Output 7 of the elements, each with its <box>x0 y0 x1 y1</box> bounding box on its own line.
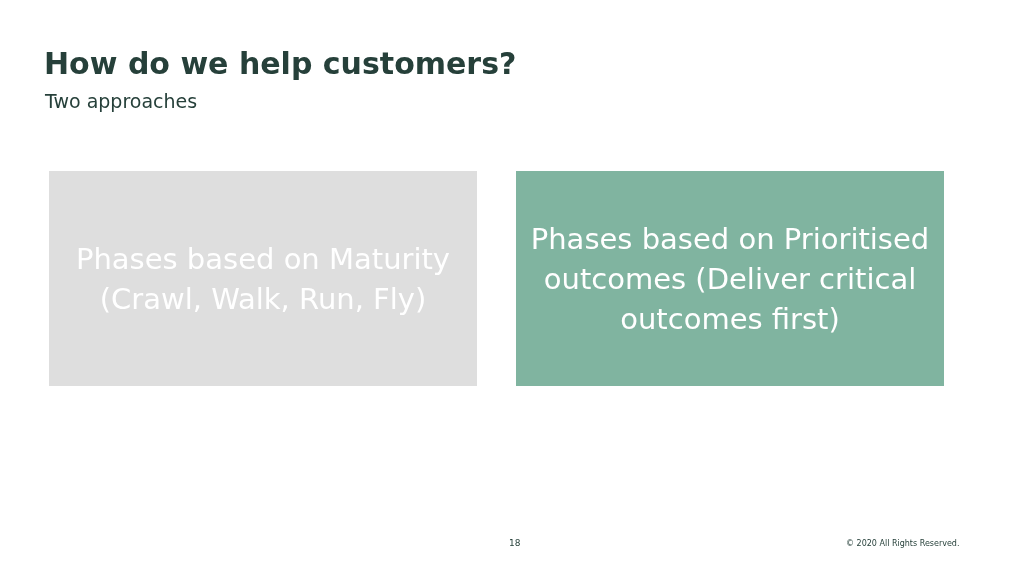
subtitle: Two approaches <box>45 90 198 112</box>
approach-text: Phases based on Prioritised outcomes (Deliver critical outcomes first) <box>529 220 931 338</box>
approach-box <box>516 171 944 386</box>
slide-title: How do we help customers? <box>44 46 517 81</box>
page-number: 18 <box>509 538 521 548</box>
approach-box <box>49 171 477 386</box>
copyright-notice: © 2020 All Rights Reserved. <box>846 539 960 548</box>
